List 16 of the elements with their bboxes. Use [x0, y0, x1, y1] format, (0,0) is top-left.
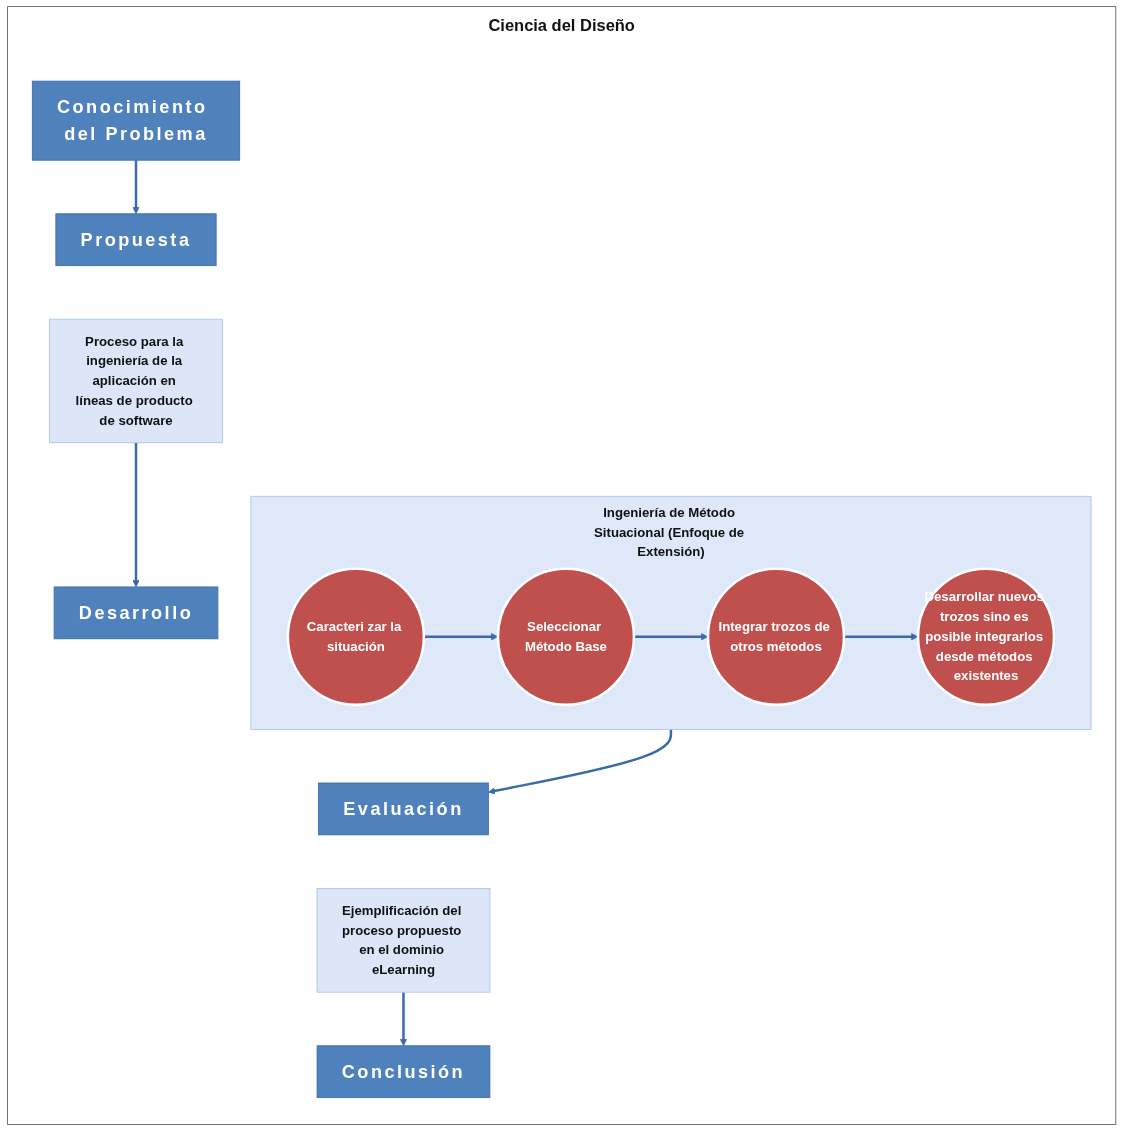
- arrow: [132, 160, 140, 215]
- node-circle: [496, 567, 635, 706]
- cluster: [250, 495, 1092, 730]
- node-box: [31, 80, 240, 161]
- arrow: [487, 729, 672, 795]
- node-box: [53, 586, 219, 640]
- node-box: [317, 782, 489, 836]
- arrow: [399, 992, 407, 1047]
- node-circle: [286, 567, 425, 706]
- node-circle: [916, 567, 1056, 706]
- node-box: [48, 318, 223, 444]
- node-circle: [706, 567, 845, 706]
- arrow: [132, 442, 140, 588]
- node-box: [316, 888, 491, 993]
- arrow: [843, 633, 919, 641]
- node-box: [55, 213, 217, 267]
